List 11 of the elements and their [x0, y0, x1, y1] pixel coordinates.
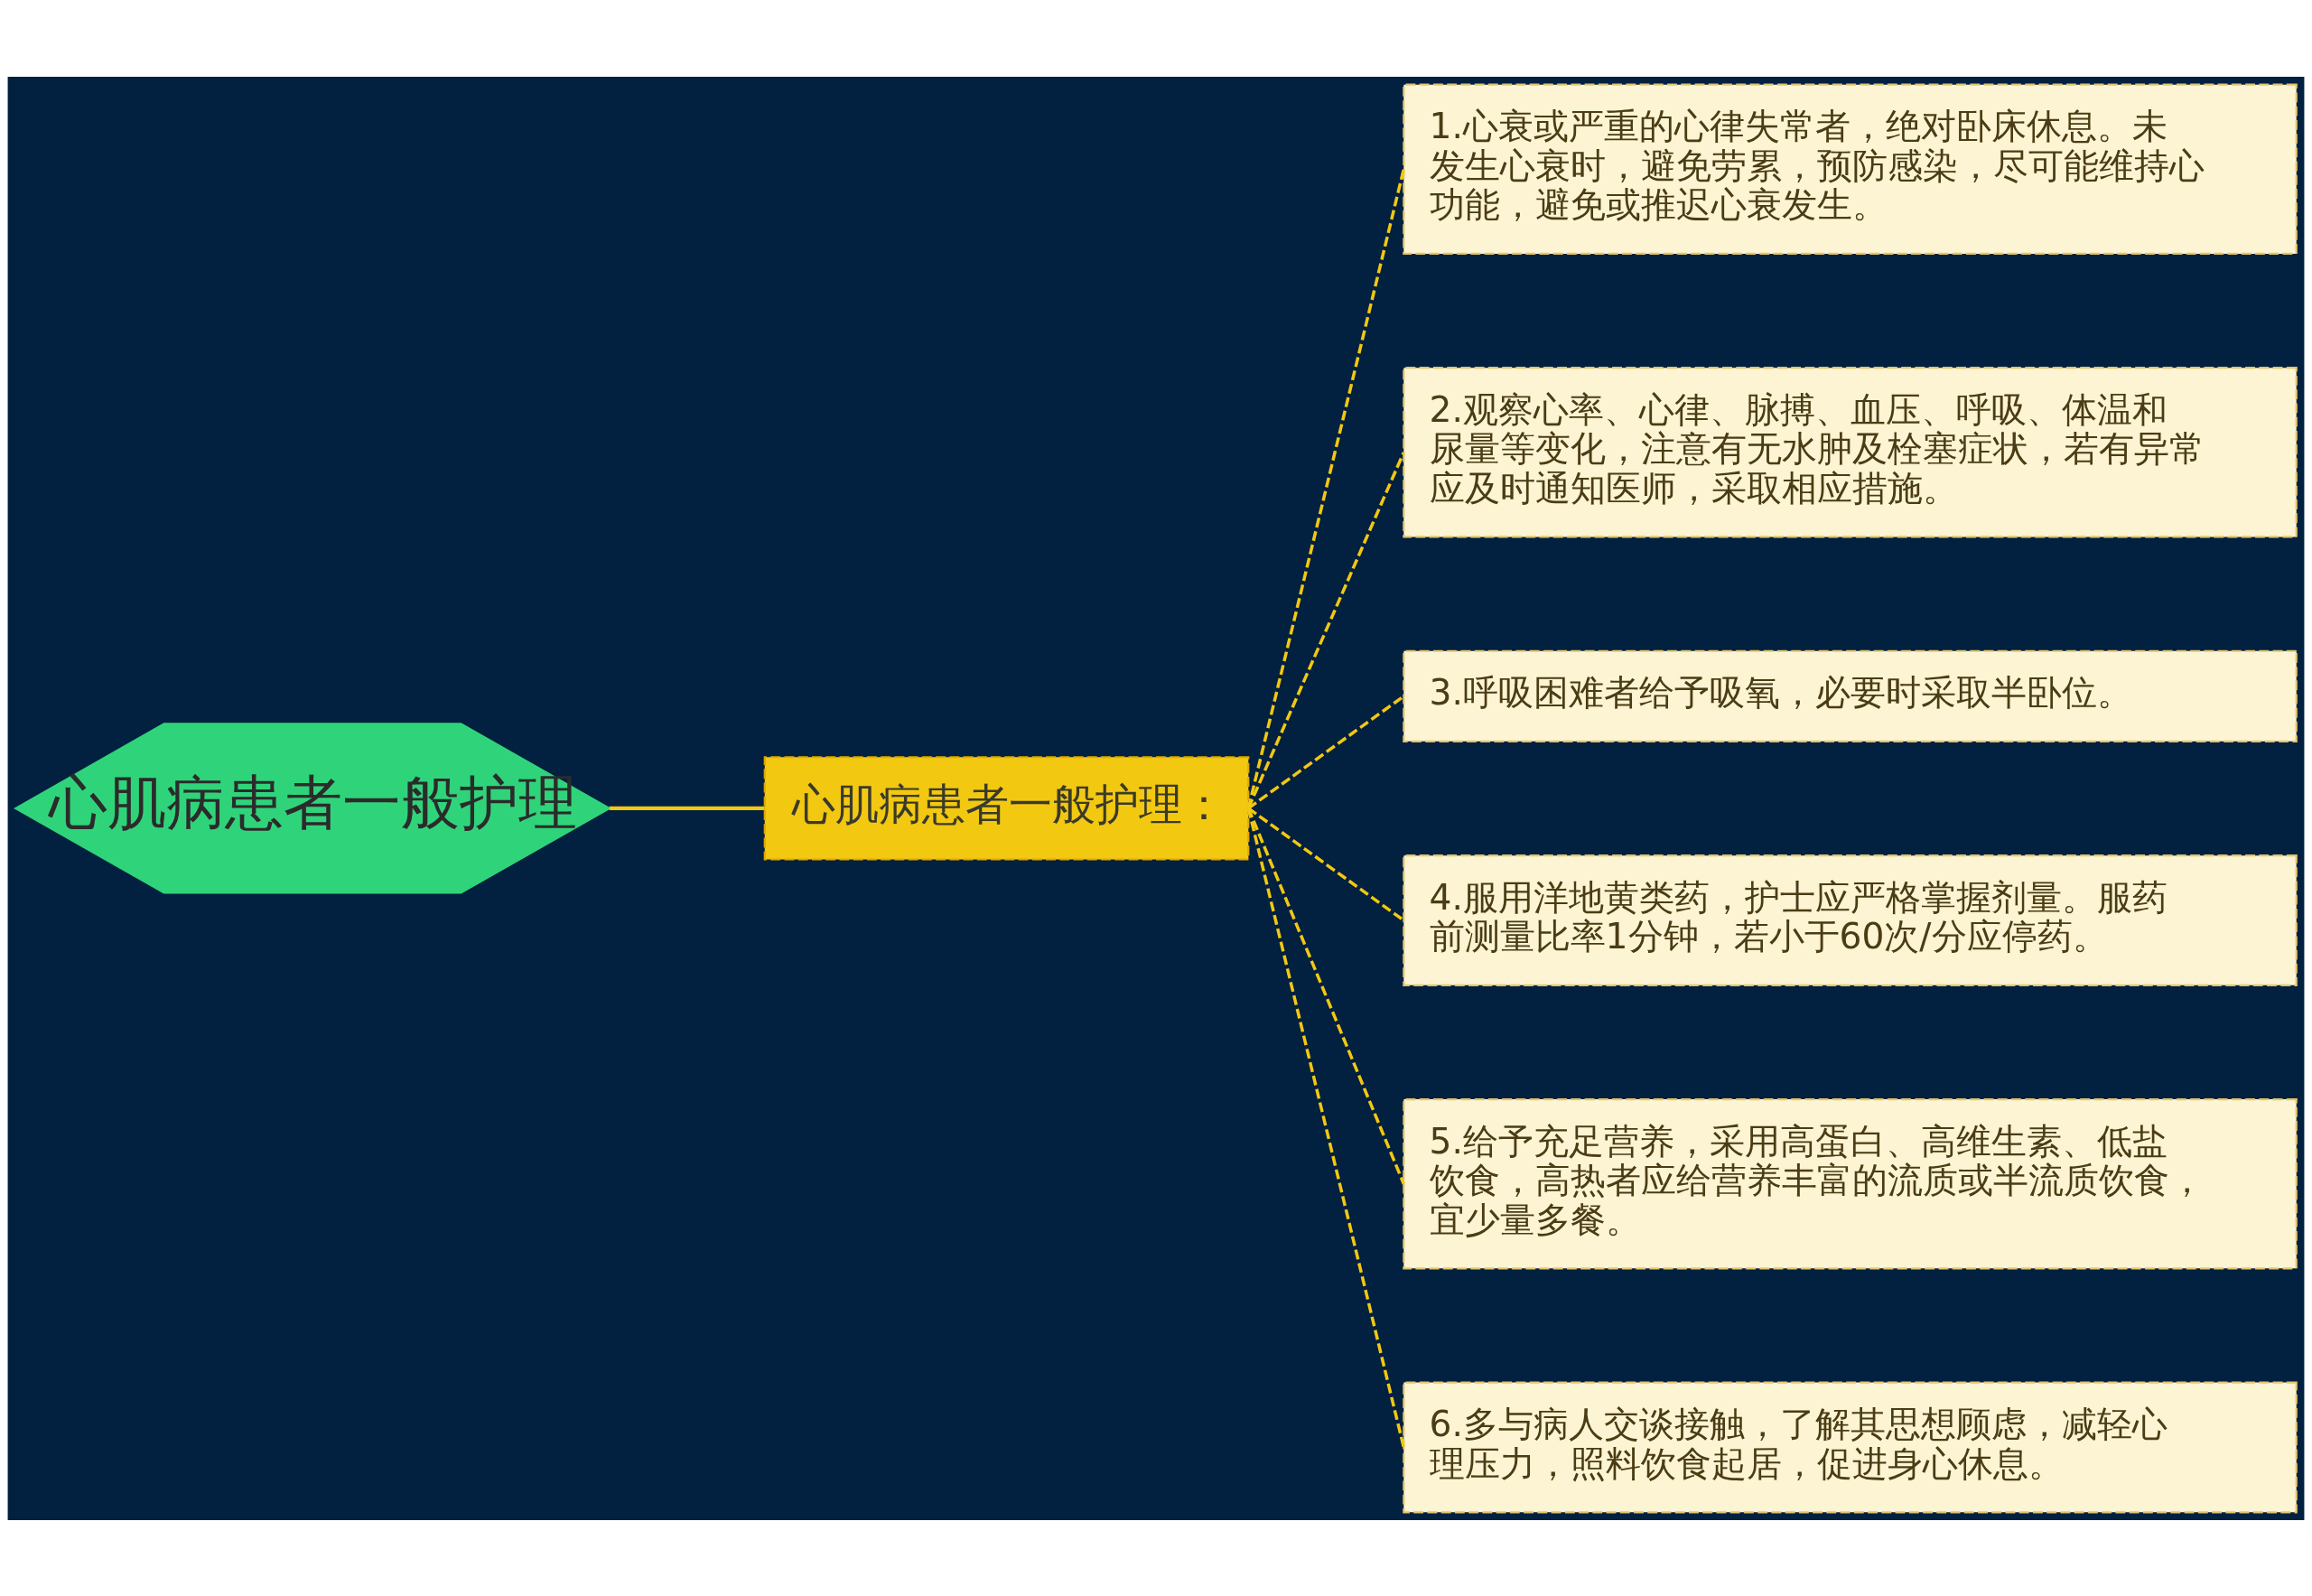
connector	[1247, 694, 1405, 809]
node-box: 5.给予充足营养，采用高蛋白、高维生素、低盐饮食，高热者应给营养丰富的流质或半流质饮食，宜少量多餐。	[1403, 1097, 2298, 1269]
node-box: 4.服用洋地黄类药，护士应严格掌握剂量。服药前测量比率1分钟，若小于60次/分应停药。	[1403, 854, 2298, 986]
node-box: 1.心衰或严重的心律失常者，绝对卧床休息。未发生心衰时，避免劳累，预防感染，尽可能维持心功能，避免或推迟心衰发生。	[1403, 83, 2298, 255]
node-box: 2.观察心率、心律、脉搏、血压、呼吸、体温和尿量等变化，注意有无水肿及栓塞症状，若有异常应及时通知医师，采取相应措施。	[1403, 366, 2298, 538]
node-box: 心肌病患者一般护理：	[763, 755, 1250, 861]
node-box: 3.呼吸困难者给予吸氧，必要时采取半卧位。	[1403, 649, 2298, 742]
node-box: 6.多与病人交谈接触，了解其思想顾虑，减轻心理压力，照料饮食起居，促进身心休息。	[1403, 1381, 2298, 1513]
connector	[1246, 807, 1405, 1448]
connector	[609, 806, 765, 810]
connector	[1246, 168, 1405, 808]
